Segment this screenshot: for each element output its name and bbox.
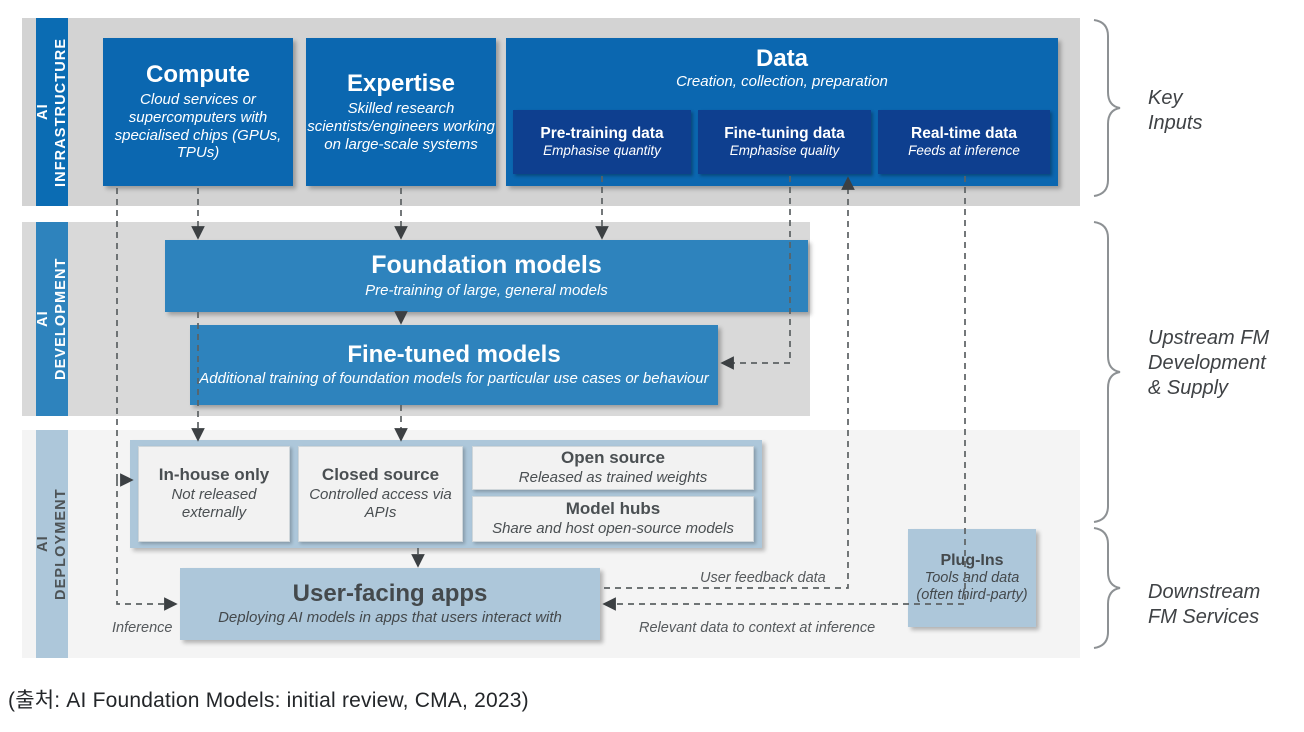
node-compute[interactable]: Compute Cloud services or supercomputers…	[103, 38, 293, 186]
node-real-time-data-subtitle: Feeds at inference	[908, 143, 1020, 159]
node-compute-subtitle: Cloud services or supercomputers with sp…	[114, 91, 282, 162]
edge-label-relevant-data: Relevant data to context at inference	[639, 620, 876, 636]
band-label-development: AI DEVELOPMENT	[35, 222, 69, 416]
node-expertise-subtitle: Skilled research scientists/engineers wo…	[307, 100, 495, 153]
node-expertise-title: Expertise	[346, 69, 456, 97]
edge-label-inference: Inference	[112, 620, 173, 636]
node-model-hubs-title: Model hubs	[565, 499, 661, 519]
bracket-downstream-fm	[1093, 527, 1121, 649]
node-pre-training-data-subtitle: Emphasise quantity	[543, 143, 661, 159]
node-user-facing-apps-subtitle: Deploying AI models in apps that users i…	[218, 609, 562, 627]
bracket-key-inputs	[1093, 19, 1121, 197]
node-open-source-subtitle: Released as trained weights	[518, 469, 708, 486]
node-foundation-models[interactable]: Foundation models Pre-training of large,…	[165, 240, 808, 312]
node-fine-tuned-models-title: Fine-tuned models	[347, 340, 561, 368]
node-real-time-data-title: Real-time data	[911, 125, 1017, 143]
node-closed-source-subtitle: Controlled access via APIs	[309, 486, 452, 521]
node-data-title: Data	[755, 45, 809, 72]
node-pre-training-data-title: Pre-training data	[540, 125, 664, 143]
band-label-infrastructure: AI INFRASTRUCTURE	[35, 18, 69, 206]
node-fine-tuning-data[interactable]: Fine-tuning data Emphasise quality	[698, 110, 871, 174]
node-data-subtitle: Creation, collection, preparation	[676, 73, 888, 91]
node-plug-ins-title: Plug-Ins	[940, 551, 1004, 569]
node-closed-source-title: Closed source	[321, 465, 440, 485]
node-plug-ins[interactable]: Plug-Ins Tools and data (often third-par…	[908, 529, 1036, 627]
node-model-hubs[interactable]: Model hubs Share and host open-source mo…	[472, 496, 754, 542]
node-open-source[interactable]: Open source Released as trained weights	[472, 446, 754, 490]
node-fine-tuned-models[interactable]: Fine-tuned models Additional training of…	[190, 325, 718, 405]
bracket-label-downstream-fm: Downstream FM Services	[1148, 581, 1261, 628]
edge-label-user-feedback: User feedback data	[700, 570, 826, 586]
node-model-hubs-subtitle: Share and host open-source models	[492, 520, 734, 537]
bracket-label-key-inputs: Key Inputs	[1148, 87, 1203, 134]
node-fine-tuning-data-title: Fine-tuning data	[724, 125, 845, 143]
node-real-time-data[interactable]: Real-time data Feeds at inference	[878, 110, 1050, 174]
bracket-upstream-fm	[1093, 221, 1121, 523]
node-compute-title: Compute	[146, 60, 250, 88]
node-user-facing-apps-title: User-facing apps	[292, 579, 488, 607]
node-foundation-models-subtitle: Pre-training of large, general models	[365, 281, 608, 299]
node-user-facing-apps[interactable]: User-facing apps Deploying AI models in …	[180, 568, 600, 640]
node-open-source-title: Open source	[561, 448, 665, 468]
node-pre-training-data[interactable]: Pre-training data Emphasise quantity	[513, 110, 691, 174]
node-foundation-models-title: Foundation models	[371, 251, 602, 280]
node-plug-ins-subtitle: Tools and data (often third-party)	[916, 570, 1028, 604]
node-in-house-only-title: In-house only	[158, 465, 270, 485]
node-fine-tuned-models-subtitle: Additional training of foundation models…	[199, 370, 709, 388]
bracket-label-upstream-fm: Upstream FM Development & Supply	[1148, 327, 1270, 399]
source-caption: (출처: AI Foundation Models: initial revie…	[8, 689, 529, 712]
node-in-house-only[interactable]: In-house only Not released externally	[138, 446, 290, 542]
node-expertise[interactable]: Expertise Skilled research scientists/en…	[306, 38, 496, 186]
band-label-deployment: AI DEPLOYMENT	[35, 430, 69, 658]
node-fine-tuning-data-subtitle: Emphasise quality	[729, 143, 840, 159]
node-in-house-only-subtitle: Not released externally	[171, 486, 257, 521]
node-closed-source[interactable]: Closed source Controlled access via APIs	[298, 446, 463, 542]
